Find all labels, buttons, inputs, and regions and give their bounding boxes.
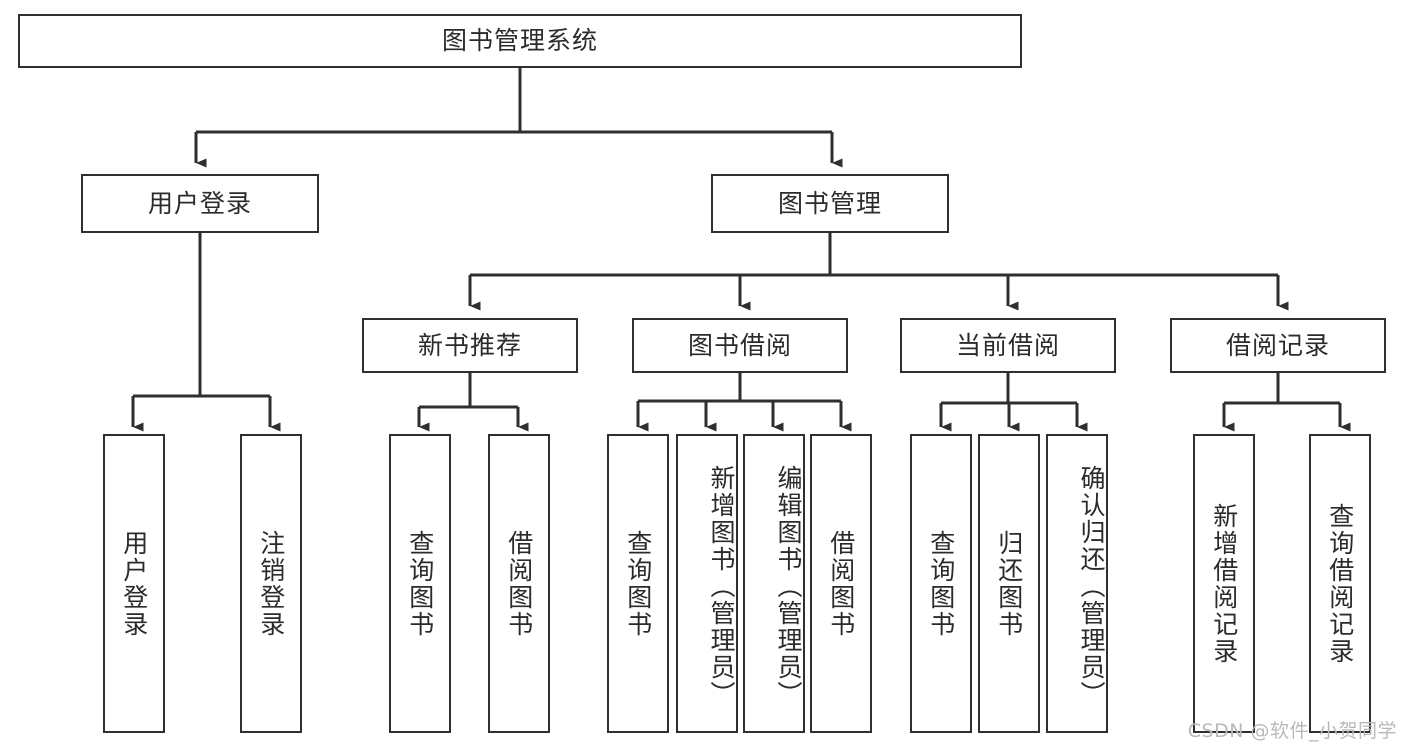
- node-root[interactable]: 图书管理系统: [18, 14, 1022, 68]
- node-borrow-record[interactable]: 借阅记录: [1170, 318, 1386, 373]
- node-leaf-user-login[interactable]: 用户登录: [103, 434, 165, 733]
- node-current-borrow[interactable]: 当前借阅: [900, 318, 1116, 373]
- node-leaf-add-record-label: 新增借阅记录: [1209, 502, 1239, 665]
- node-root-label: 图书管理系统: [441, 26, 598, 55]
- node-leaf-query-book-2[interactable]: 查询图书: [607, 434, 669, 733]
- node-current-borrow-label: 当前借阅: [955, 330, 1060, 360]
- node-leaf-borrow-book-2-label: 借阅图书: [826, 529, 856, 638]
- node-new-book-recommend[interactable]: 新书推荐: [362, 318, 578, 373]
- node-leaf-user-login-label: 用户登录: [119, 529, 149, 638]
- node-leaf-edit-book-label: 编辑图书（管理员）: [774, 465, 803, 708]
- node-leaf-edit-book[interactable]: 编辑图书（管理员）: [743, 434, 805, 733]
- node-book-manage-label: 图书管理: [777, 188, 882, 218]
- node-leaf-borrow-book-2[interactable]: 借阅图书: [810, 434, 872, 733]
- node-leaf-borrow-book-1-label: 借阅图书: [504, 529, 534, 638]
- node-leaf-query-book-3-label: 查询图书: [926, 529, 956, 638]
- node-leaf-query-book-2-label: 查询图书: [623, 529, 653, 638]
- node-leaf-query-record-label: 查询借阅记录: [1325, 502, 1355, 665]
- node-leaf-user-logout[interactable]: 注销登录: [240, 434, 302, 733]
- node-borrow-record-label: 借阅记录: [1225, 330, 1330, 360]
- node-leaf-confirm-return[interactable]: 确认归还（管理员）: [1046, 434, 1108, 733]
- node-new-book-recommend-label: 新书推荐: [417, 330, 522, 360]
- node-leaf-confirm-return-label: 确认归还（管理员）: [1077, 465, 1106, 708]
- node-book-borrow[interactable]: 图书借阅: [632, 318, 848, 373]
- node-leaf-query-book-3[interactable]: 查询图书: [910, 434, 972, 733]
- node-leaf-add-record[interactable]: 新增借阅记录: [1193, 434, 1255, 733]
- node-leaf-query-book-1-label: 查询图书: [405, 529, 435, 638]
- node-leaf-return-book-label: 归还图书: [994, 529, 1024, 638]
- node-leaf-user-logout-label: 注销登录: [256, 529, 286, 638]
- node-leaf-add-book[interactable]: 新增图书（管理员）: [676, 434, 738, 733]
- node-leaf-query-book-1[interactable]: 查询图书: [389, 434, 451, 733]
- node-leaf-query-record[interactable]: 查询借阅记录: [1309, 434, 1371, 733]
- node-user-login[interactable]: 用户登录: [81, 174, 319, 233]
- node-leaf-return-book[interactable]: 归还图书: [978, 434, 1040, 733]
- node-leaf-borrow-book-1[interactable]: 借阅图书: [488, 434, 550, 733]
- node-leaf-add-book-label: 新增图书（管理员）: [707, 465, 736, 708]
- node-user-login-label: 用户登录: [147, 188, 252, 218]
- node-book-borrow-label: 图书借阅: [687, 330, 792, 360]
- node-book-manage[interactable]: 图书管理: [711, 174, 949, 233]
